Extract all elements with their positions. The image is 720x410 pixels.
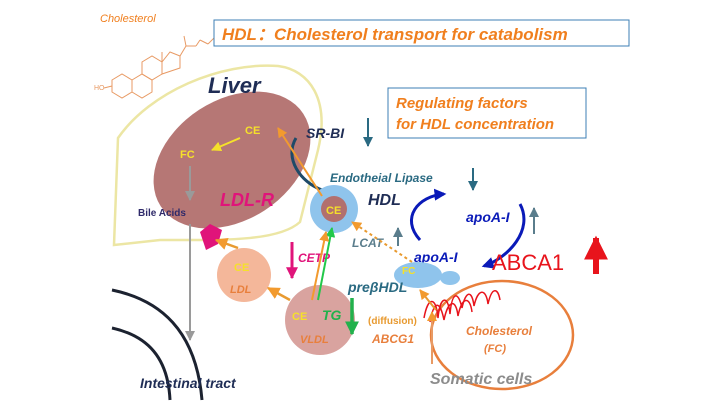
abca1-transporter-icon xyxy=(423,290,501,319)
vldl-particle xyxy=(285,285,355,355)
ce-to-fc-arrow xyxy=(211,137,241,152)
lcat-label: LCAT xyxy=(352,236,385,250)
prebeta-hdl-particle xyxy=(394,262,442,288)
endothelial-lipase-label: Endotheial Lipase xyxy=(330,171,433,185)
apoa1-top-label: apoA-I xyxy=(466,209,511,225)
cell-to-prebeta-arrow xyxy=(419,289,437,311)
sr-bi-label: SR-BI xyxy=(306,125,345,141)
regulating-line2: for HDL concentration xyxy=(396,116,554,133)
abcg1-label: ABCG1 xyxy=(371,332,414,346)
regulating-factors-box xyxy=(387,87,587,139)
cholesterol-molecule-icon xyxy=(103,35,215,99)
ldl-label: LDL xyxy=(230,284,252,296)
intestine-wall-upper xyxy=(111,288,204,401)
prebeta-hdl-label: preβHDL xyxy=(347,279,407,295)
apoa1-cycle-arrow-top xyxy=(409,188,447,242)
regulating-line1: Regulating factors xyxy=(396,95,528,112)
liver-ce-label: CE xyxy=(245,125,260,137)
hdl-ce-label: CE xyxy=(326,205,341,217)
molecule-ho-label: HO xyxy=(94,85,105,92)
abca1-transporter-icon-2 xyxy=(429,299,473,323)
hdl-label: HDL xyxy=(368,192,401,209)
vldl-ce-label: CE xyxy=(292,311,307,323)
somatic-cells-label: Somatic cells xyxy=(430,371,532,388)
hdl-to-liver-arrow xyxy=(277,127,323,197)
cetp-label: CETP xyxy=(298,251,331,265)
ldl-to-liver-arrow xyxy=(214,237,239,250)
prebeta-hdl-lobe xyxy=(440,271,460,285)
ce-to-vldl-arrow xyxy=(311,231,330,301)
lcat-dotted-arrow xyxy=(351,221,413,263)
bile-acids-label: Bile Acids xyxy=(138,208,186,219)
vldl-to-ldl-arrow xyxy=(266,286,291,302)
ldl-r-label: LDL-R xyxy=(220,190,274,210)
intestinal-tract-label: Intestinal tract xyxy=(140,375,237,391)
ldl-particle xyxy=(217,248,271,302)
tg-to-hdl-arrow xyxy=(317,227,336,301)
liver-label: Liver xyxy=(208,73,262,98)
title-box xyxy=(213,19,630,47)
cholesterol-caption: Cholesterol xyxy=(100,13,156,25)
prebeta-fc-label: FC xyxy=(402,266,415,277)
apoa1-bottom-label: apoA-I xyxy=(414,249,459,265)
abca1-label: ABCA1 xyxy=(492,250,564,275)
hdl-core xyxy=(321,196,347,222)
ldl-ce-label: CE xyxy=(234,262,249,274)
vldl-label: VLDL xyxy=(300,334,329,346)
liver-fc-label: FC xyxy=(180,149,195,161)
intestine-wall-lower xyxy=(111,326,172,401)
cell-fc-label: (FC) xyxy=(484,343,506,355)
cell-cholesterol-label: Cholesterol xyxy=(466,324,533,338)
apoa1-cycle-arrow-bottom xyxy=(481,203,526,269)
page-title: HDL：Cholesterol transport for catabolism xyxy=(222,25,568,44)
diffusion-label: (diffusion) xyxy=(368,316,417,327)
tg-label: TG xyxy=(322,307,342,323)
